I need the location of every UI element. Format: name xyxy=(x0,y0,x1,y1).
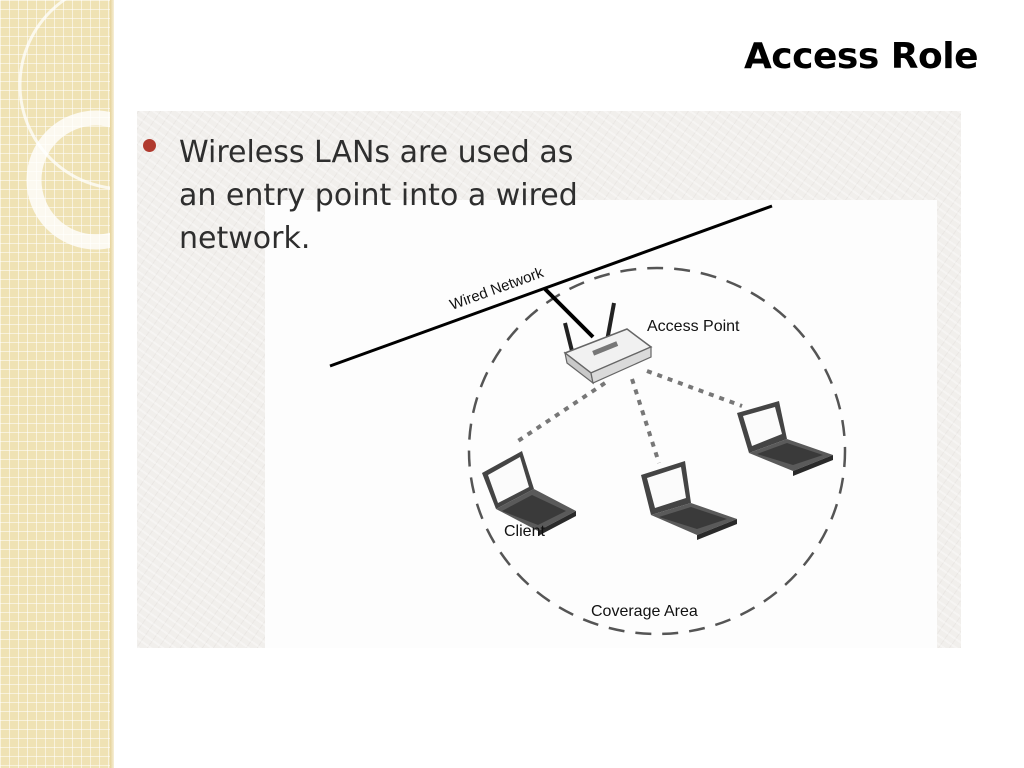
sidebar-edge xyxy=(110,0,114,768)
bullet-text: Wireless LANs are used as an entry point… xyxy=(179,135,578,256)
wireless-link xyxy=(513,381,607,445)
access-point-label: Access Point xyxy=(647,318,740,335)
laptop-icon xyxy=(737,401,833,476)
laptop-icon xyxy=(641,461,737,540)
wireless-link xyxy=(646,369,743,408)
wireless-link xyxy=(630,378,661,464)
coverage-area-circle xyxy=(467,266,847,636)
access-point-icon xyxy=(563,302,653,385)
coverage-area-label: Coverage Area xyxy=(591,603,698,620)
access-point-cable xyxy=(543,287,595,339)
network-diagram: Wired Network Access Point Client xyxy=(329,204,847,636)
diagram-background xyxy=(265,200,937,648)
decorative-circles xyxy=(18,0,114,250)
bullet-icon xyxy=(143,139,156,152)
laptop-icon xyxy=(482,451,576,536)
wired-network-line xyxy=(329,204,773,368)
slide-image: Wireless LANs are used as an entry point… xyxy=(137,111,961,648)
slide-title: Access Role xyxy=(743,36,979,77)
client-label: Client xyxy=(504,523,545,540)
decorative-sidebar xyxy=(0,0,114,768)
